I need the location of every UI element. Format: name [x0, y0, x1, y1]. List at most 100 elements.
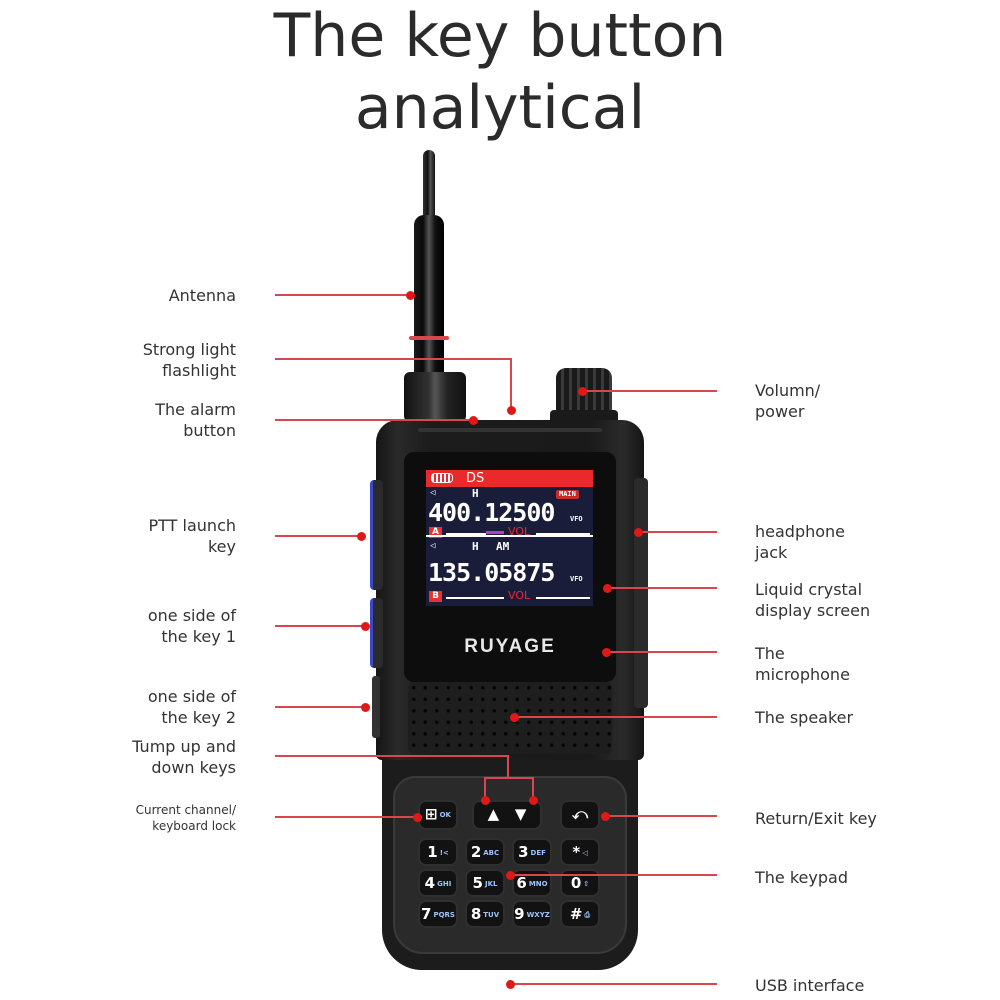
leader-dot [506, 871, 515, 880]
leader-dot [406, 291, 415, 300]
antenna-base [404, 372, 466, 422]
lcd-b-frequency: 135.05875 [428, 558, 555, 587]
leader-dot [506, 980, 515, 989]
leader-flashlight [275, 358, 511, 360]
lcd-a-power: H [472, 487, 479, 500]
lcd-screen: DS MAIN ◁ H 400.12500 VFO A VOL ◁ H AM 1… [426, 470, 593, 606]
label-lcd: Liquid crystal display screen [755, 580, 871, 620]
leader-up-branch [484, 777, 486, 799]
lcd-a-badge: A [429, 527, 442, 538]
key-main: * [572, 843, 581, 861]
label-return-exit: Return/Exit key [755, 809, 877, 828]
key-sub: WXYZ [526, 910, 550, 919]
key-sub: ◁ [582, 848, 588, 857]
leader-up-down-vertical [507, 755, 509, 778]
leader-dot [361, 622, 370, 631]
key-sub: GHI [437, 879, 452, 888]
leader-dot [601, 812, 610, 821]
leader-dot [361, 703, 370, 712]
battery-icon [431, 473, 453, 483]
page-title-line-1: The key button [273, 1, 727, 71]
lcd-b-badge: B [429, 591, 442, 602]
leader-microphone [606, 651, 717, 653]
leader-volume [582, 390, 717, 392]
key-main: 7 [421, 905, 432, 923]
lcd-a-signal-level [486, 531, 504, 534]
speaker-icon: ◁ [430, 541, 436, 551]
antenna-tip [423, 150, 435, 220]
label-headphone: headphone jack [755, 522, 846, 562]
leader-dot [634, 528, 643, 537]
label-up-down: Tump up and down keys [132, 737, 236, 777]
label-volume: Volumn/ power [755, 381, 821, 421]
leader-dot [578, 387, 587, 396]
key-main: # [569, 905, 583, 923]
key-return-exit: ⤺ [560, 800, 600, 830]
lcd-a-vfo: VFO [570, 515, 583, 523]
lcd-status-bar [426, 470, 593, 487]
key-sub: !< [439, 848, 449, 857]
label-channel-lock: Current channel/ keyboard lock [135, 803, 236, 833]
grid-icon: ⊞ [425, 805, 438, 823]
leader-dot [602, 648, 611, 657]
key-main: 2 [470, 843, 482, 861]
key-main: 4 [424, 874, 436, 892]
leader-dot [510, 713, 519, 722]
lcd-main-badge: MAIN [556, 490, 579, 499]
arrow-up-icon: ▲ [487, 805, 500, 823]
key-main: 8 [470, 905, 482, 923]
leader-side-key-2 [275, 706, 365, 708]
label-microphone: The microphone [755, 644, 850, 684]
leader-headphone [638, 531, 717, 533]
key-sub: OK [439, 810, 451, 819]
ptt-key [370, 480, 383, 590]
leader-dot [507, 406, 516, 415]
leader-ptt [275, 535, 361, 537]
label-side-key-2: one side of the key 2 [147, 687, 236, 727]
leader-keypad [510, 874, 717, 876]
key-main: 9 [514, 905, 525, 923]
label-usb: USB interface [755, 976, 865, 995]
lcd-b-vol-bar [536, 597, 590, 599]
key-star: *◁ [560, 838, 600, 866]
leader-dot [357, 532, 366, 541]
key-main: 3 [518, 843, 529, 861]
leader-usb [510, 983, 717, 985]
leader-dot [529, 796, 538, 805]
key-main: 1 [427, 843, 438, 861]
key-sub: ABC [483, 848, 500, 857]
flashlight-ring [409, 336, 449, 340]
key-main: 6 [516, 874, 527, 892]
leader-dot [481, 796, 490, 805]
key-0: 0⇧ [560, 869, 600, 897]
side-key-2 [372, 676, 380, 738]
page-title-line-2: analytical [354, 73, 646, 143]
leader-return-exit [605, 815, 717, 817]
leader-channel-lock [275, 816, 417, 818]
lcd-b-signal-bar [446, 597, 504, 599]
key-up-down: ▲ ▼ [472, 800, 542, 830]
key-1: 1!< [418, 838, 458, 866]
key-hash: #⎙ [560, 900, 600, 928]
leader-dot [413, 813, 422, 822]
key-sub: TUV [483, 910, 500, 919]
headphone-jack-cover [634, 478, 648, 708]
leader-lcd [607, 587, 717, 589]
side-key-1 [370, 598, 383, 668]
key-sub: JKL [484, 879, 498, 888]
lcd-a-vol-bar [536, 533, 590, 535]
lcd-b-vol: VOL [508, 589, 531, 602]
key-main: 5 [472, 874, 483, 892]
leader-antenna [275, 294, 410, 296]
return-icon: ⤺ [571, 805, 589, 823]
lcd-b-vfo: VFO [570, 575, 583, 583]
leader-flashlight-vertical [510, 358, 512, 410]
label-ptt: PTT launch key [148, 516, 236, 556]
